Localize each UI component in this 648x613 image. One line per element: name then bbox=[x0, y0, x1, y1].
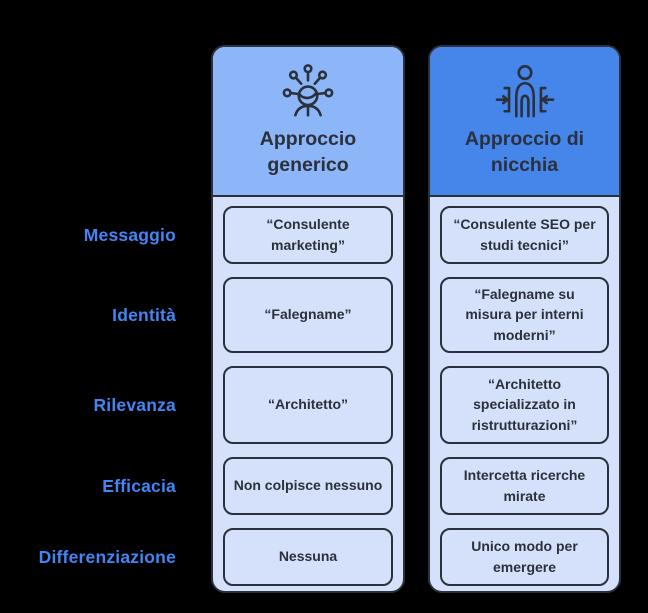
cell-generic-rilevanza: “Architetto” bbox=[223, 365, 393, 444]
row-label-differenziazione: Differenziazione bbox=[38, 546, 176, 567]
cell-generic-efficacia: Non colpisce nessuno bbox=[223, 456, 393, 515]
cell-niche-identita: “Falegname su misura per interni moderni… bbox=[440, 276, 609, 353]
column-generic-header: Approccio generico bbox=[213, 47, 403, 197]
column-generic-title: Approccio generico bbox=[259, 128, 357, 176]
column-niche-header: Approccio di nicchia bbox=[430, 47, 619, 197]
row-label-identita: Identità bbox=[112, 304, 176, 325]
niche-target-person-icon bbox=[494, 62, 556, 118]
column-niche-title: Approccio di nicchia bbox=[464, 128, 585, 176]
row-labels: Messaggio Identità Rilevanza Efficacia D… bbox=[0, 206, 176, 586]
column-niche-body: “Consulente SEO per studi tecnici” “Fale… bbox=[430, 197, 619, 592]
cell-niche-messaggio: “Consulente SEO per studi tecnici” bbox=[440, 205, 609, 264]
cell-niche-differenziazione: Unico modo per emergere bbox=[440, 527, 609, 586]
row-label-messaggio: Messaggio bbox=[83, 224, 176, 245]
audience-broadcast-icon bbox=[277, 62, 339, 118]
column-niche-approach: Approccio di nicchia “Consulente SEO per… bbox=[428, 45, 621, 593]
column-generic-body: “Consulente marketing” “Falegname” “Arch… bbox=[213, 197, 403, 592]
cell-niche-rilevanza: “Architetto specializzato in ristruttura… bbox=[440, 365, 609, 444]
row-label-efficacia: Efficacia bbox=[102, 475, 176, 496]
cell-generic-identita: “Falegname” bbox=[223, 276, 393, 353]
cell-generic-messaggio: “Consulente marketing” bbox=[223, 205, 393, 264]
cell-generic-differenziazione: Nessuna bbox=[223, 527, 393, 586]
cell-niche-efficacia: Intercetta ricerche mirate bbox=[440, 456, 609, 515]
row-label-rilevanza: Rilevanza bbox=[93, 394, 176, 415]
column-generic-approach: Approccio generico “Consulente marketing… bbox=[211, 45, 405, 593]
